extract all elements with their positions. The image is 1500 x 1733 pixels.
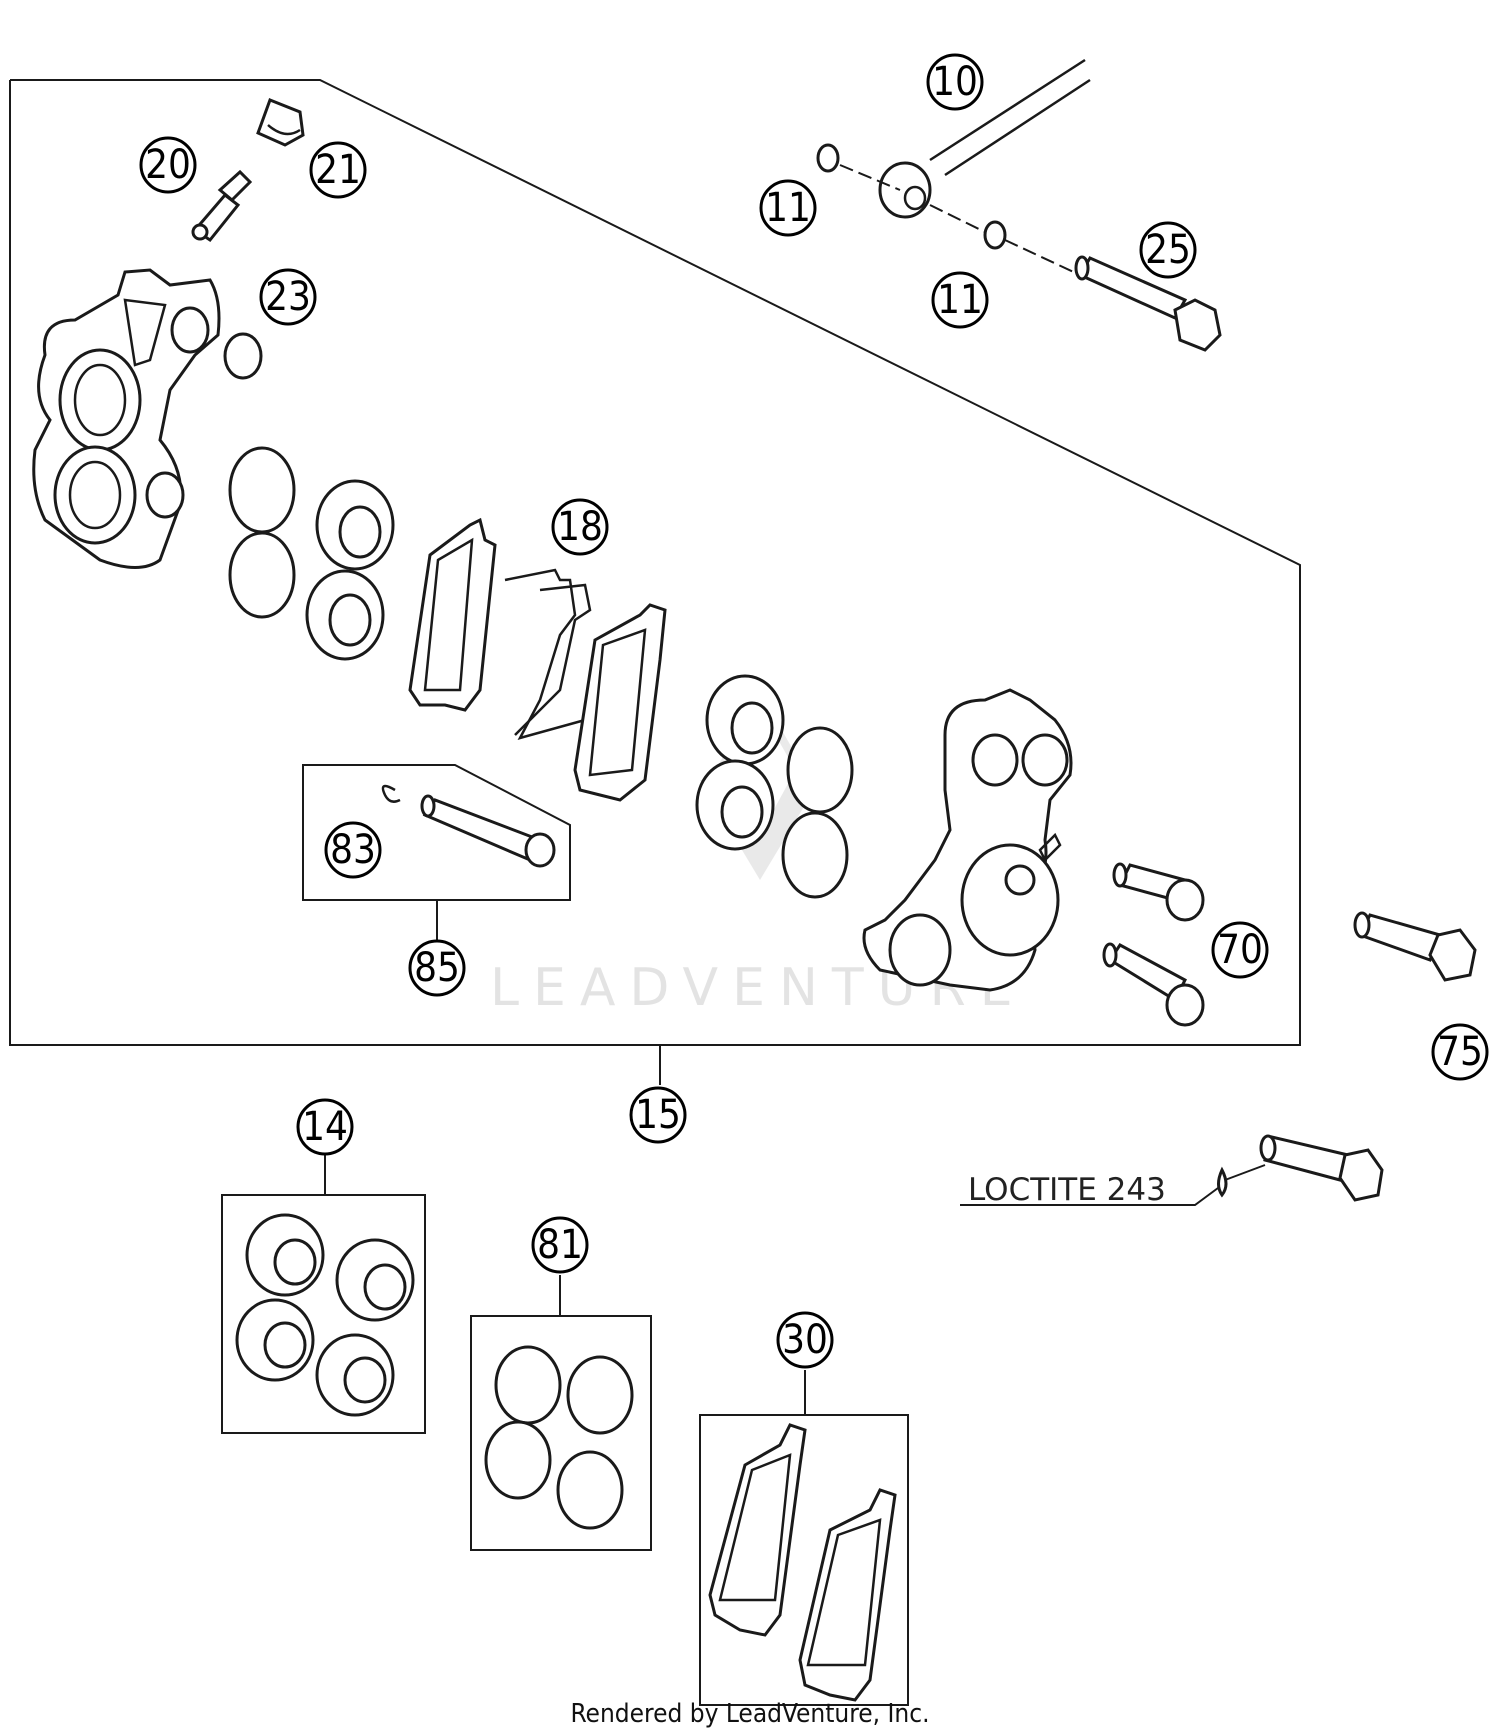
- piston-kit-contents: [235, 1213, 415, 1417]
- callout-21: 21: [309, 141, 367, 199]
- pin-kit-box: [302, 764, 571, 901]
- seal-kit-contents: [484, 1345, 634, 1530]
- svg-text:70: 70: [1217, 927, 1263, 973]
- piston-seal: [781, 811, 849, 899]
- callout-81: 81: [531, 1216, 589, 1274]
- caliper-bolt: [1112, 862, 1205, 922]
- o-ring: [223, 332, 263, 380]
- caliper-assembly-outline: [9, 79, 1301, 1046]
- copper-washer: [983, 220, 1007, 250]
- pad-spring: [504, 568, 592, 740]
- svg-text:30: 30: [782, 1317, 828, 1363]
- caliper-half-right: [862, 688, 1073, 992]
- footer-credit: Rendered by LeadVenture, Inc.: [570, 1699, 929, 1729]
- svg-text:25: 25: [1145, 227, 1191, 273]
- loctite-label: LOCTITE 243: [968, 1172, 1166, 1208]
- mounting-bolt: [1259, 1134, 1384, 1202]
- callout-11: 11: [759, 179, 817, 237]
- pad-pin: [420, 794, 556, 868]
- callout-20: 20: [139, 136, 197, 194]
- piston-kit-box: [221, 1194, 426, 1434]
- piston: [705, 674, 785, 766]
- callout-85: 85: [408, 939, 466, 997]
- svg-text:14: 14: [302, 1104, 348, 1150]
- callout-70: 70: [1211, 921, 1269, 979]
- svg-text:10: 10: [932, 59, 978, 105]
- piston: [305, 569, 385, 661]
- callout-10: 10: [926, 53, 984, 111]
- svg-text:23: 23: [265, 274, 311, 320]
- callout-30: 30: [776, 1311, 834, 1369]
- callout-11: 11: [931, 271, 989, 329]
- piston: [695, 759, 775, 851]
- caliper-bolt: [1102, 942, 1205, 1027]
- pad-kit-contents: [708, 1423, 897, 1702]
- svg-text:18: 18: [557, 504, 603, 550]
- bleeder-screw: [191, 169, 253, 243]
- callout-14: 14: [296, 1098, 354, 1156]
- callout-83: 83: [324, 821, 382, 879]
- caliper-half-left: [32, 268, 221, 569]
- bleeder-cap: [256, 98, 305, 147]
- brake-line: [878, 58, 1091, 219]
- svg-text:15: 15: [635, 1092, 681, 1138]
- callout-18: 18: [551, 498, 609, 556]
- brake-pad: [408, 517, 497, 712]
- svg-text:11: 11: [937, 277, 983, 323]
- callout-23: 23: [259, 268, 317, 326]
- svg-text:21: 21: [315, 147, 361, 193]
- piston-seal: [228, 531, 296, 619]
- mounting-bolt: [1353, 911, 1477, 982]
- svg-text:83: 83: [330, 827, 376, 873]
- piston-seal: [786, 726, 854, 814]
- svg-text:85: 85: [414, 945, 460, 991]
- svg-text:11: 11: [765, 185, 811, 231]
- callout-25: 25: [1139, 221, 1197, 279]
- callout-75: 75: [1431, 1023, 1489, 1081]
- copper-washer: [816, 143, 840, 173]
- callout-15: 15: [629, 1086, 687, 1144]
- pin-clip: [381, 784, 401, 803]
- brake-pad: [573, 603, 667, 802]
- svg-text:81: 81: [537, 1222, 583, 1268]
- loctite-drop-icon: [1217, 1166, 1228, 1198]
- svg-text:20: 20: [145, 142, 191, 188]
- piston-seal: [228, 446, 296, 534]
- piston: [315, 479, 395, 571]
- svg-text:75: 75: [1437, 1029, 1483, 1075]
- banjo-bolt: [1074, 255, 1222, 352]
